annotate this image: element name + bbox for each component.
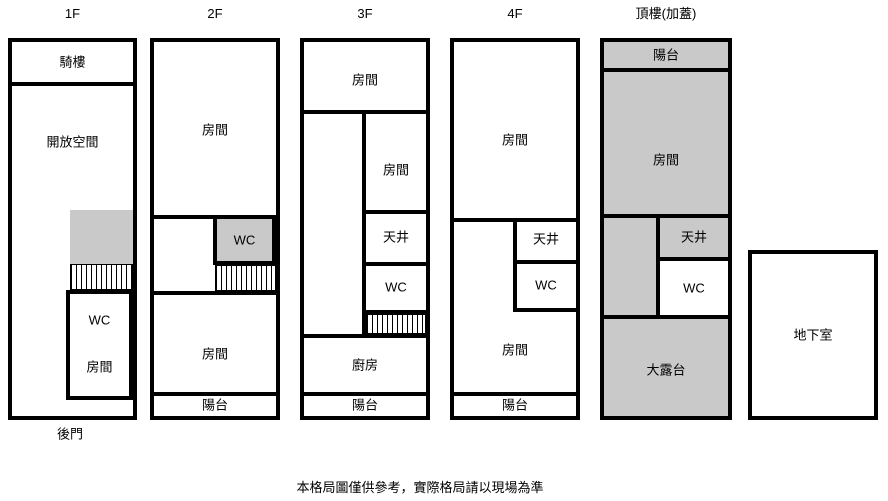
room-label-wc: WC: [385, 279, 407, 295]
wall: [454, 392, 576, 396]
floorplan-4f: 房間 天井 WC 房間 陽台: [450, 38, 580, 420]
wall: [656, 214, 660, 319]
wall: [154, 392, 276, 396]
wall: [154, 291, 276, 295]
floor-title-3f: 3F: [357, 6, 373, 21]
stairs: [366, 314, 426, 334]
room-label-room: 房間: [652, 152, 680, 168]
floor-title-4f: 4F: [507, 6, 523, 21]
wall: [12, 82, 133, 86]
room-label-light-well: 天井: [532, 231, 560, 247]
wall: [304, 334, 426, 338]
wall: [604, 68, 728, 72]
wall: [362, 262, 426, 266]
floor-title-roof: 頂樓(加蓋): [635, 6, 697, 21]
floor-title-2f: 2F: [207, 6, 223, 21]
room-label-balcony: 陽台: [351, 397, 379, 413]
room-label-room-top: 房間: [201, 122, 229, 138]
floorplan-3f: 房間 房間 天井 WC 廚房 陽台: [300, 38, 430, 420]
back-door-label: 後門: [56, 426, 84, 442]
wc-area: [660, 261, 728, 315]
room-label-open-space: 開放空間: [46, 134, 99, 150]
room-label-balcony: 陽台: [652, 47, 680, 63]
room-label-arcade: 騎樓: [59, 54, 86, 70]
stairs: [70, 264, 133, 290]
stairs: [215, 265, 276, 291]
wall: [604, 315, 728, 319]
disclaimer-text: 本格局圖僅供參考，實際格局請以現場為準: [296, 480, 544, 495]
wall: [362, 210, 426, 214]
floorplan-1f: 騎樓 開放空間 WC 房間: [8, 38, 137, 420]
room-label-balcony: 陽台: [501, 397, 529, 413]
room-label-basement: 地下室: [793, 327, 833, 343]
wc-box: WC: [213, 215, 276, 265]
room-label-room-mid: 房間: [382, 162, 410, 178]
floorplan-basement: 地下室: [748, 250, 878, 420]
room-label-light-well: 天井: [680, 229, 708, 245]
room-label-room: 房間: [86, 359, 113, 375]
wall: [362, 310, 426, 314]
room-label-room-top: 房間: [501, 132, 529, 148]
floorplan-2f: 房間 WC 房間 陽台: [150, 38, 280, 420]
wall: [304, 392, 426, 396]
wall: [513, 218, 517, 312]
room-label-room-bottom: 房間: [201, 346, 229, 362]
room-label-light-well: 天井: [382, 229, 410, 245]
floor-title-1f: 1F: [64, 6, 81, 21]
room-label-terrace: 大露台: [646, 362, 686, 378]
gray-area: [70, 210, 133, 264]
wall: [656, 257, 728, 261]
wall: [362, 110, 366, 338]
wall: [513, 260, 576, 264]
room-label-wc: WC: [233, 232, 256, 248]
wc-room-box: WC 房間: [66, 290, 133, 400]
wall: [513, 308, 576, 312]
wall: [604, 214, 728, 218]
room-label-wc: WC: [535, 277, 557, 293]
floorplan-roof: 陽台 房間 天井 WC 大露台: [600, 38, 732, 420]
room-label-wc: WC: [88, 312, 111, 328]
room-label-room-top: 房間: [351, 72, 379, 88]
room-label-balcony: 陽台: [201, 397, 229, 413]
room-label-kitchen: 廚房: [351, 357, 379, 373]
room-label-room-bottom: 房間: [501, 342, 529, 358]
room-label-wc: WC: [683, 280, 705, 296]
